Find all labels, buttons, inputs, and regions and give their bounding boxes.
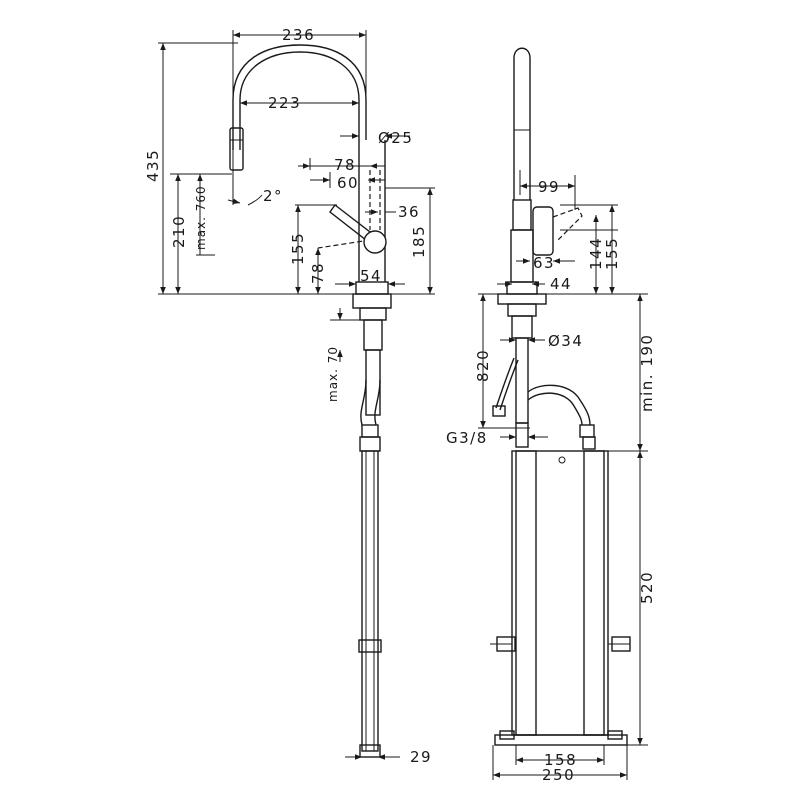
- mounting-shank: [358, 307, 387, 758]
- dim-36: 36: [398, 203, 420, 221]
- dim-210: 210: [170, 215, 188, 248]
- front-mounting: [492, 303, 596, 450]
- dim-820: 820: [474, 349, 492, 382]
- dim-155-front: 155: [603, 237, 621, 270]
- dim-max70: max. 70: [326, 346, 340, 402]
- dim-223: 223: [268, 94, 301, 112]
- dim-dia34: Ø34: [548, 332, 583, 350]
- front-view: 99 63 144 155 44 Ø34 820 min. 190: [446, 47, 656, 784]
- dim-250: 250: [542, 766, 575, 784]
- dim-144: 144: [587, 237, 605, 270]
- dim-185: 185: [410, 225, 428, 258]
- dim-54: 54: [360, 267, 382, 285]
- dim-29: 29: [410, 748, 432, 766]
- front-dimensions: 99 63 144 155 44 Ø34 820 min. 190: [446, 178, 656, 784]
- side-view: 236 223 Ø25 78 60 2° 36: [144, 26, 435, 766]
- dim-63: 63: [533, 254, 555, 272]
- dim-min190: min. 190: [638, 334, 656, 412]
- dim-78: 78: [334, 156, 356, 174]
- dim-2deg: 2°: [263, 187, 283, 205]
- dim-44: 44: [550, 275, 572, 293]
- side-dimensions: 236 223 Ø25 78 60 2° 36: [144, 26, 433, 766]
- faucet-body: [317, 140, 392, 309]
- dim-max760: max. 760: [194, 185, 208, 250]
- dim-60: 60: [337, 174, 359, 192]
- spout: [229, 44, 367, 171]
- dim-dia25: Ø25: [378, 129, 413, 147]
- mounting-box: [490, 450, 631, 746]
- dim-158: 158: [544, 751, 577, 769]
- dim-155-side: 155: [289, 232, 307, 265]
- dim-99: 99: [538, 178, 560, 196]
- dim-435: 435: [144, 149, 162, 182]
- dim-520: 520: [638, 571, 656, 604]
- dim-78-vert: 78: [309, 262, 327, 284]
- dim-236: 236: [282, 26, 315, 44]
- dim-g38: G3/8: [446, 429, 488, 447]
